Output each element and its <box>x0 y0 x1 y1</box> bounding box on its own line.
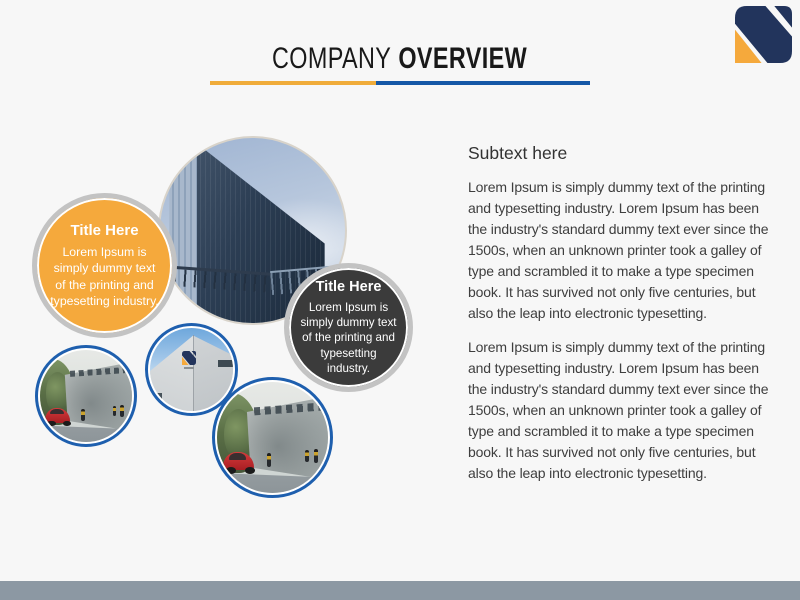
content-block: Subtext here Lorem Ipsum is simply dummy… <box>468 143 776 497</box>
building-side-wall <box>169 143 197 323</box>
trees <box>45 372 70 415</box>
street-building-photo <box>217 382 328 493</box>
red-car <box>222 451 254 470</box>
dark-info-bubble: Title Here Lorem Ipsum is simply dummy t… <box>284 263 413 392</box>
title-regular-part: COMPANY <box>272 42 392 75</box>
car-wheel <box>47 420 56 427</box>
window <box>218 359 233 367</box>
car-wheel <box>225 467 236 475</box>
content-paragraph: Lorem Ipsum is simply dummy text of the … <box>468 179 769 321</box>
bubble-title: Title Here <box>315 278 382 295</box>
pedestrian <box>304 449 310 462</box>
building-corner-edge <box>193 335 195 411</box>
car-window <box>50 409 64 415</box>
street-building-photo <box>40 350 132 442</box>
street-building-photo-circle-small <box>35 345 137 447</box>
building-logo-icon <box>181 351 196 366</box>
orange-info-bubble: Title Here Lorem Ipsum is simply dummy t… <box>32 193 177 338</box>
footer-bar <box>0 581 800 600</box>
car-wheel <box>63 420 72 427</box>
underline-blue-segment <box>376 81 590 85</box>
bubble-title: Title Here <box>70 222 139 240</box>
road <box>40 425 132 442</box>
office-corner-photo-circle <box>145 323 238 416</box>
pedestrian <box>313 448 318 464</box>
company-logo-icon <box>735 6 792 63</box>
car-wheel <box>244 467 255 475</box>
content-heading: Subtext here <box>468 143 568 163</box>
street-building-photo-circle-large <box>212 377 333 498</box>
red-car <box>44 407 71 423</box>
pedestrian <box>81 408 86 421</box>
car-window <box>229 453 246 460</box>
road <box>217 473 328 493</box>
building-sign-text <box>184 367 195 369</box>
underline-yellow-segment <box>210 81 376 85</box>
bubble-body: Lorem Ipsum is simply dummy text of the … <box>300 300 397 375</box>
window <box>150 392 162 402</box>
bubble-body: Lorem Ipsum is simply dummy text of the … <box>50 245 159 308</box>
pedestrian <box>120 405 124 418</box>
title-bold-part: OVERVIEW <box>398 42 528 75</box>
pedestrian <box>112 406 117 417</box>
pedestrian <box>266 453 272 468</box>
title-underline <box>210 81 590 85</box>
content-paragraph: Lorem Ipsum is simply dummy text of the … <box>468 339 769 481</box>
